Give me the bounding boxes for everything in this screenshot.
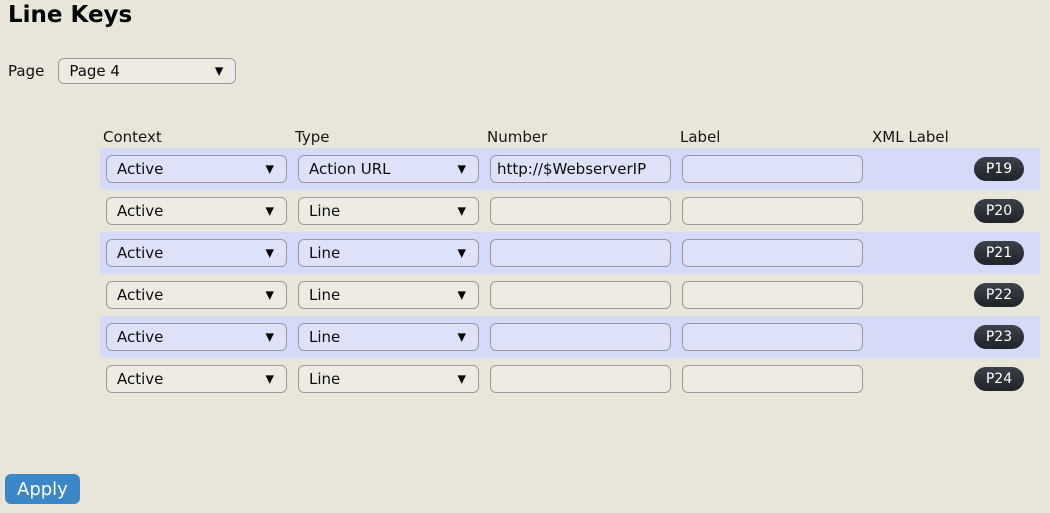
key-badge: P23 — [974, 325, 1024, 349]
number-input[interactable] — [490, 281, 671, 309]
column-header-context: Context — [103, 128, 162, 146]
label-input[interactable] — [682, 323, 863, 351]
context-select-value: Active — [117, 244, 164, 262]
chevron-down-icon: ▼ — [265, 162, 274, 176]
table-row: Active ▼ Line ▼ P21 — [100, 232, 1040, 274]
chevron-down-icon: ▼ — [457, 372, 466, 386]
table-row: Active ▼ Line ▼ P23 — [100, 316, 1040, 358]
chevron-down-icon: ▼ — [265, 330, 274, 344]
table-row: Active ▼ Line ▼ P24 — [100, 358, 1040, 400]
column-header-number: Number — [487, 128, 548, 146]
key-badge: P20 — [974, 199, 1024, 223]
label-input[interactable] — [682, 239, 863, 267]
context-select-value: Active — [117, 286, 164, 304]
context-select[interactable]: Active ▼ — [106, 323, 287, 351]
number-input[interactable] — [490, 239, 671, 267]
key-badge: P19 — [974, 157, 1024, 181]
context-select[interactable]: Active ▼ — [106, 365, 287, 393]
table-rows: Active ▼ Action URL ▼ P19 Active ▼ Line … — [100, 148, 1040, 400]
context-select[interactable]: Active ▼ — [106, 281, 287, 309]
type-select-value: Line — [309, 202, 341, 220]
context-select-value: Active — [117, 328, 164, 346]
page-title: Line Keys — [8, 2, 133, 28]
chevron-down-icon: ▼ — [265, 246, 274, 260]
key-badge: P21 — [974, 241, 1024, 265]
chevron-down-icon: ▼ — [457, 162, 466, 176]
type-select[interactable]: Line ▼ — [298, 197, 479, 225]
chevron-down-icon: ▼ — [214, 64, 224, 78]
key-badge: P22 — [974, 283, 1024, 307]
chevron-down-icon: ▼ — [265, 288, 274, 302]
chevron-down-icon: ▼ — [265, 372, 274, 386]
column-header-label: Label — [680, 128, 721, 146]
chevron-down-icon: ▼ — [457, 204, 466, 218]
page-select-label: Page — [8, 62, 45, 80]
chevron-down-icon: ▼ — [457, 330, 466, 344]
context-select[interactable]: Active ▼ — [106, 155, 287, 183]
type-select-value: Line — [309, 328, 341, 346]
label-input[interactable] — [682, 155, 863, 183]
type-select-value: Line — [309, 370, 341, 388]
number-input[interactable] — [490, 197, 671, 225]
context-select-value: Active — [117, 370, 164, 388]
apply-button[interactable]: Apply — [5, 474, 80, 504]
page-select[interactable]: Page 4 ▼ — [58, 58, 237, 84]
context-select[interactable]: Active ▼ — [106, 197, 287, 225]
type-select-value: Line — [309, 286, 341, 304]
type-select-value: Action URL — [309, 160, 391, 178]
table-row: Active ▼ Action URL ▼ P19 — [100, 148, 1040, 190]
type-select-value: Line — [309, 244, 341, 262]
context-select-value: Active — [117, 160, 164, 178]
column-header-xml-label: XML Label — [872, 128, 949, 146]
column-header-type: Type — [295, 128, 330, 146]
key-badge: P24 — [974, 367, 1024, 391]
chevron-down-icon: ▼ — [265, 204, 274, 218]
context-select[interactable]: Active ▼ — [106, 239, 287, 267]
label-input[interactable] — [682, 365, 863, 393]
page-selector-row: Page Page 4 ▼ — [8, 58, 237, 84]
label-input[interactable] — [682, 197, 863, 225]
chevron-down-icon: ▼ — [457, 288, 466, 302]
type-select[interactable]: Action URL ▼ — [298, 155, 479, 183]
number-input[interactable] — [490, 365, 671, 393]
table-row: Active ▼ Line ▼ P22 — [100, 274, 1040, 316]
page-select-value: Page 4 — [69, 62, 120, 80]
number-input[interactable] — [490, 323, 671, 351]
chevron-down-icon: ▼ — [457, 246, 466, 260]
table-row: Active ▼ Line ▼ P20 — [100, 190, 1040, 232]
number-input[interactable] — [490, 155, 671, 183]
context-select-value: Active — [117, 202, 164, 220]
type-select[interactable]: Line ▼ — [298, 239, 479, 267]
type-select[interactable]: Line ▼ — [298, 323, 479, 351]
type-select[interactable]: Line ▼ — [298, 365, 479, 393]
label-input[interactable] — [682, 281, 863, 309]
type-select[interactable]: Line ▼ — [298, 281, 479, 309]
